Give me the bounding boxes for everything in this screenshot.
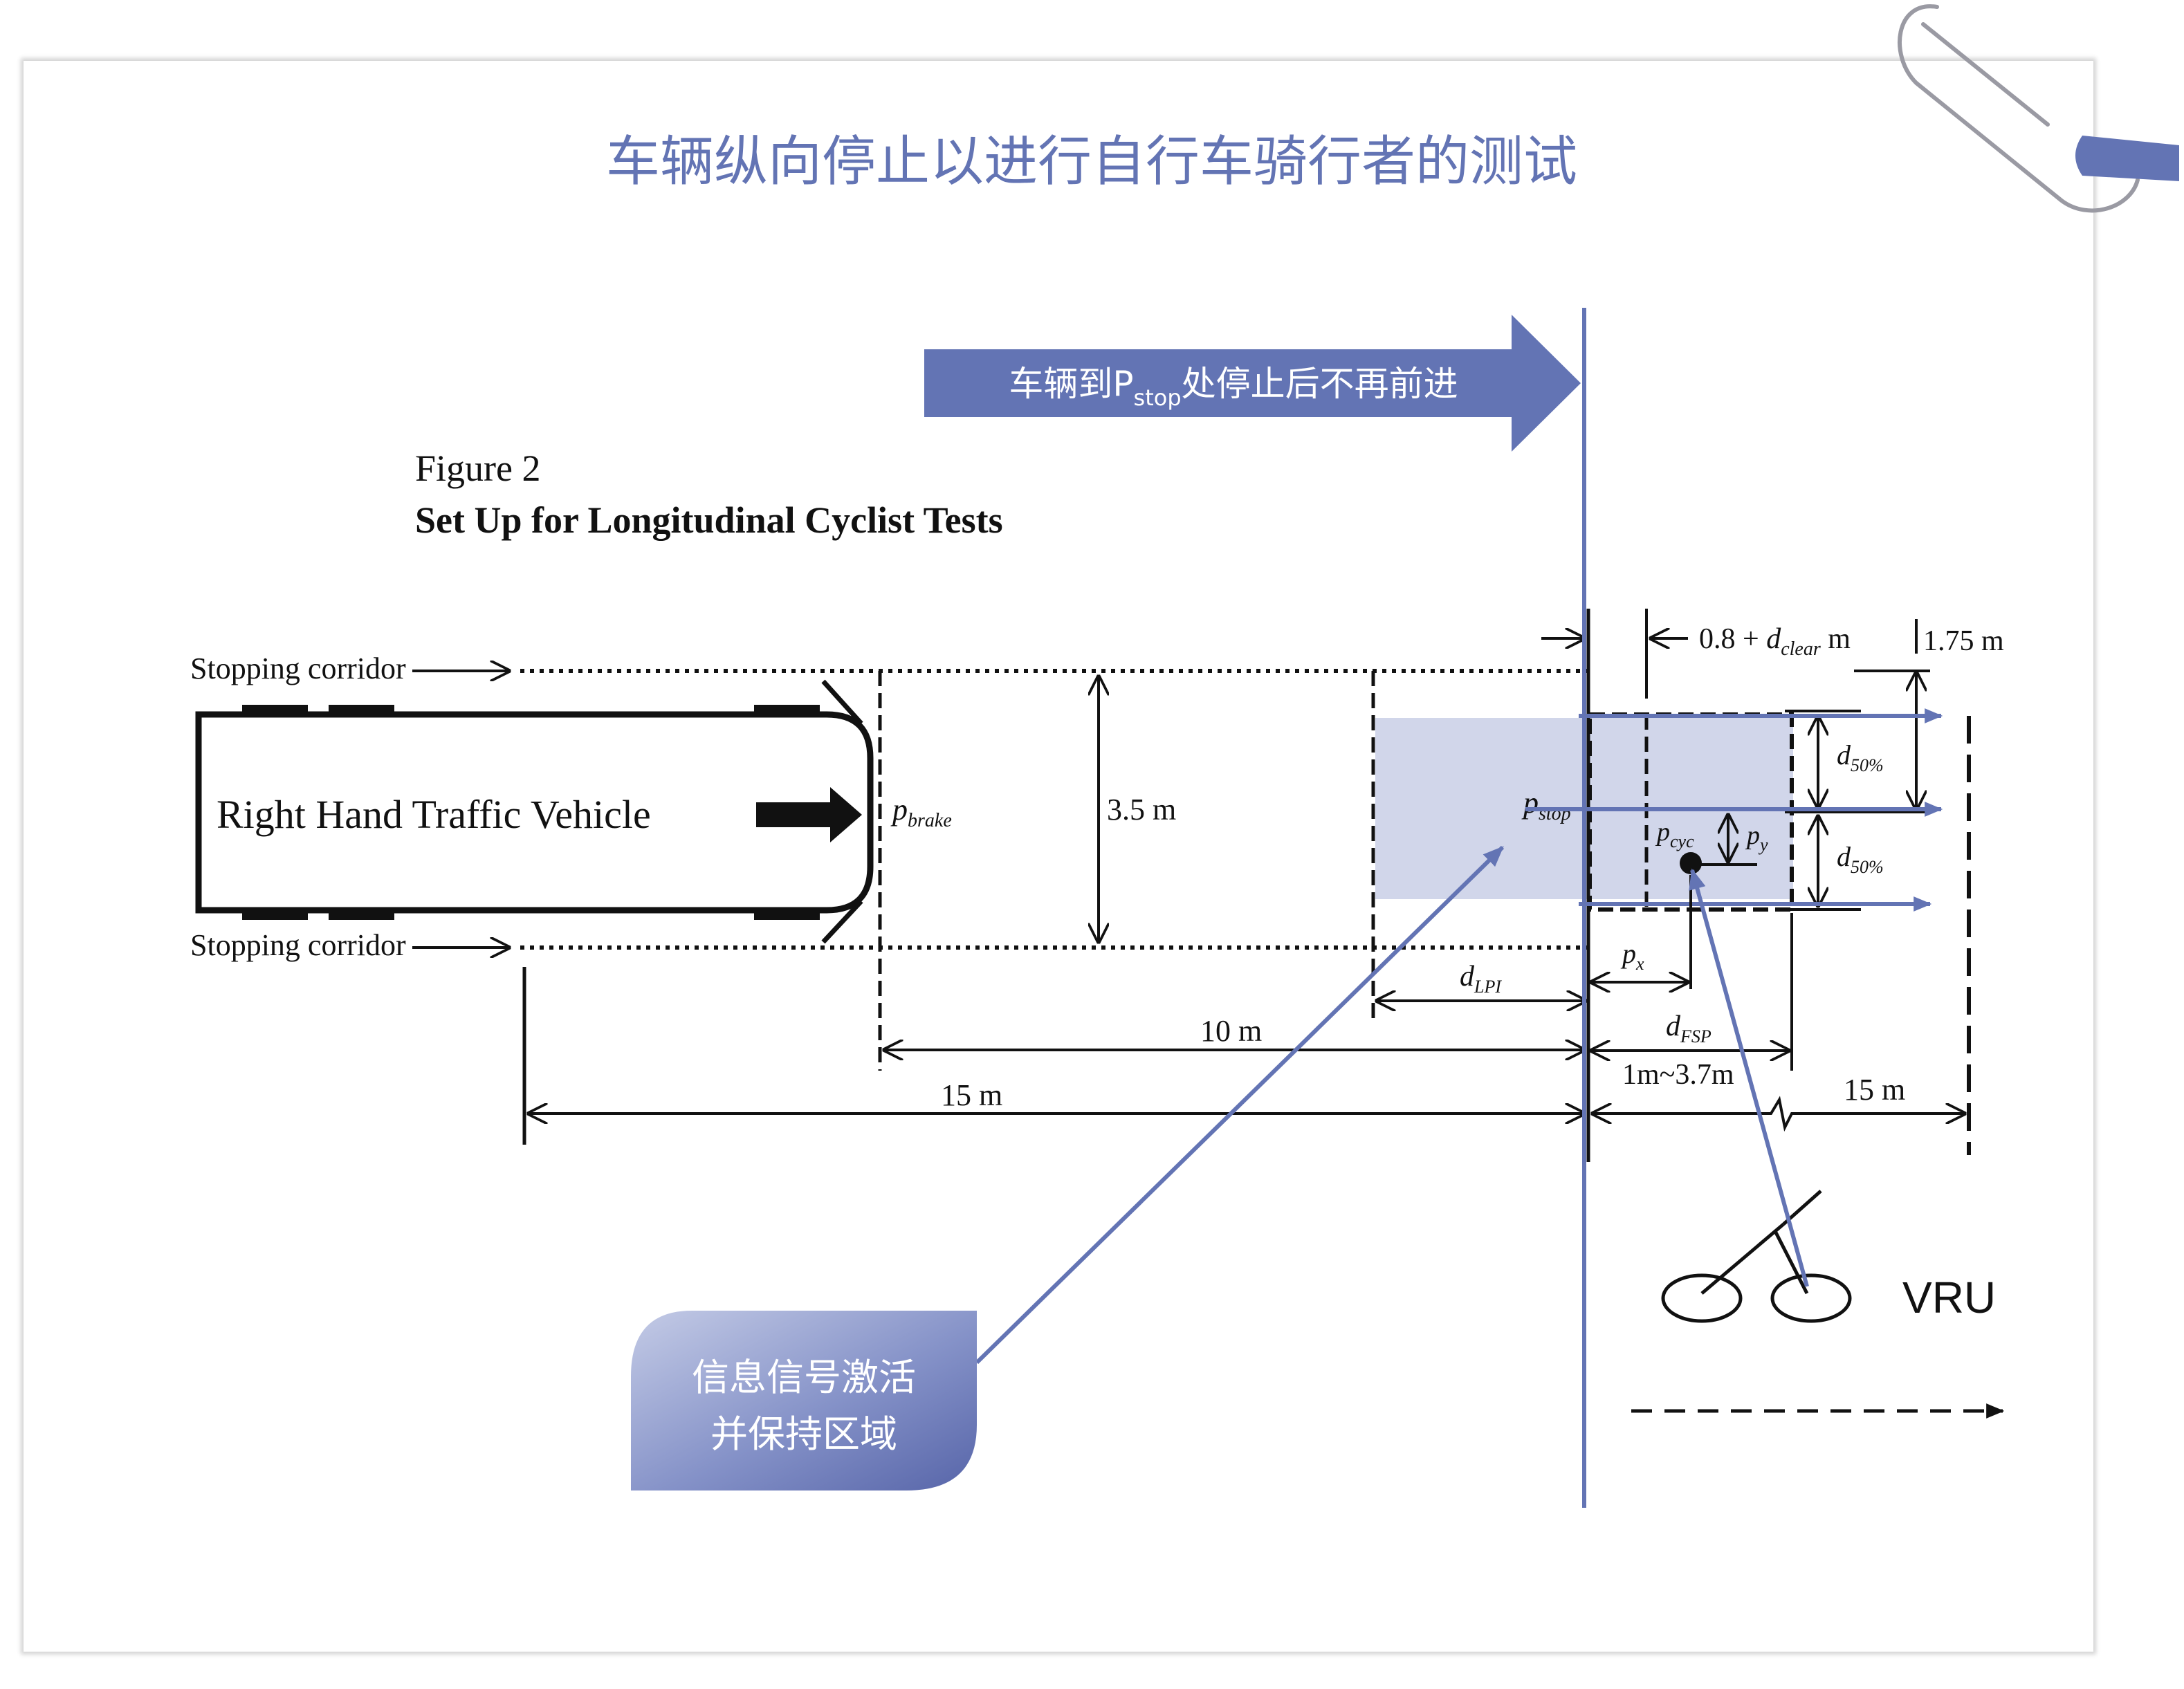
p-brake-label: pbrake [890,793,952,831]
vehicle-body [195,679,874,944]
callout-line-1: 信息信号激活 [692,1356,916,1399]
clearance-label: 0.8 + dclear m [1699,623,1851,660]
stop-banner-arrow: 车辆到Pstop处停止后不再前进 [924,315,1581,452]
wheel-icon [242,705,308,714]
vehicle-label: Right Hand Traffic Vehicle [217,792,651,837]
stop-banner-text: 车辆到Pstop处停止后不再前进 [1009,364,1458,411]
d-fsp-label: dFSP [1666,1010,1712,1046]
vru-label: VRU [1902,1273,1996,1322]
figure-caption: Set Up for Longitudinal Cyclist Tests [415,499,1003,541]
wheel-icon [329,910,394,920]
fsp-range-label: 1m~3.7m [1622,1059,1734,1091]
signal-zone-callout: 信息信号激活 并保持区域 [631,1311,977,1490]
wheel-icon [754,910,820,920]
wheel-icon [329,705,394,714]
d50-top-label: d50% [1837,739,1884,775]
mirror-icon [821,679,863,726]
p-x-label: px [1620,938,1644,974]
dist-15-right-arrow [1593,1096,1965,1132]
mirror-icon [821,899,863,944]
dist-15-left-label: 15 m [941,1078,1002,1112]
paper-clip-icon [1898,4,2179,213]
width-1-75-label: 1.75 m [1923,625,2004,657]
slide-title: 车辆纵向停止以进行自行车骑行者的测试 [606,131,1577,193]
wheel-icon [754,705,820,714]
direction-arrow-icon [756,787,862,842]
figure-label: Figure 2 [415,447,541,489]
p-stop-label: pstop [1521,786,1571,824]
dist-10-label: 10 m [1200,1014,1262,1048]
d50-bottom-label: d50% [1837,841,1884,877]
cyclist-pointer-line [1689,868,1809,1287]
stopping-corridor-top-label: Stopping corridor [190,652,406,685]
bicycle-icon [1661,1190,1852,1323]
width-3-5-label: 3.5 m [1107,793,1176,827]
p-cyc-label: pcyc [1655,818,1694,851]
callout-pointer-line [975,845,1505,1365]
d-lpi-label: dLPI [1460,961,1502,997]
callout-line-2: 并保持区域 [710,1412,897,1456]
stopping-corridor-bottom-label: Stopping corridor [190,928,406,962]
dist-15-right-label: 15 m [1844,1073,1905,1107]
p-y-label: py [1745,821,1768,855]
wheel-icon [242,910,308,920]
